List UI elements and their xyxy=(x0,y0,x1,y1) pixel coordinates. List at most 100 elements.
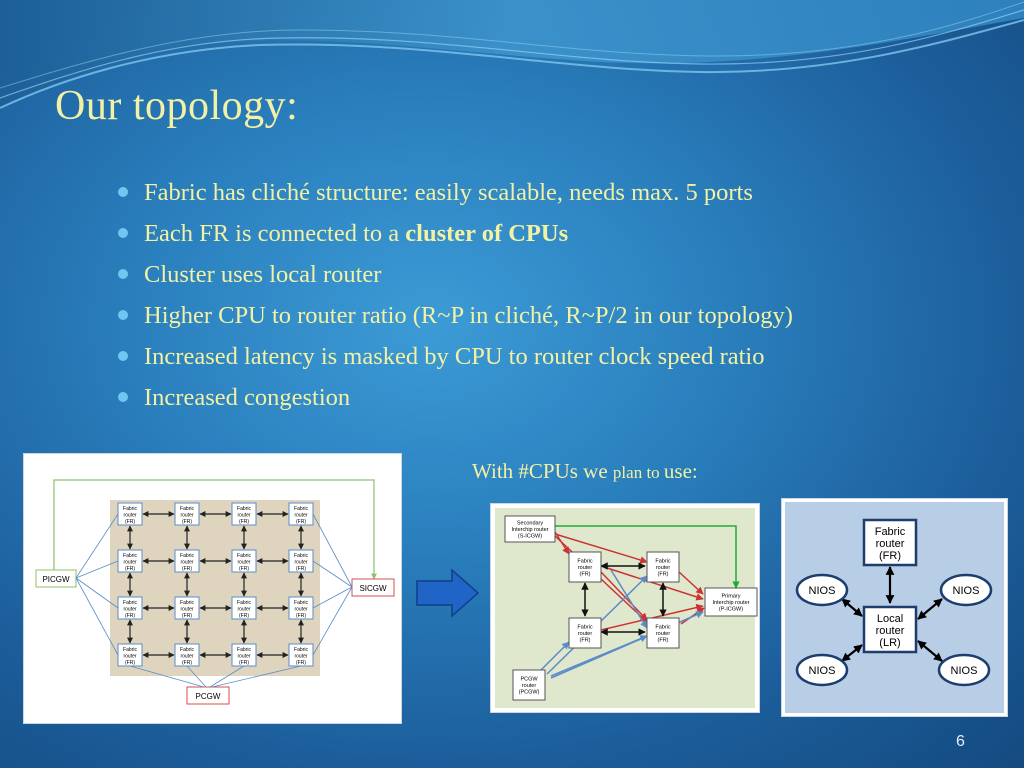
node-label: Fabric xyxy=(294,506,308,512)
node-label: (FR) xyxy=(239,566,249,572)
node-label: (S-ICGW) xyxy=(518,534,542,540)
node-label: router xyxy=(876,538,905,550)
node-label: Fabric xyxy=(180,600,194,606)
node-label: Fabric xyxy=(294,553,308,559)
node-label: (FR) xyxy=(125,613,135,619)
node-label: Fabric xyxy=(237,553,251,559)
node-label: router xyxy=(876,625,905,637)
node-label: (FR) xyxy=(296,566,306,572)
cluster-fabric-router-node: Fabric router (FR) xyxy=(862,518,918,567)
node-label: (FR) xyxy=(296,519,306,525)
node-label: Secondary xyxy=(517,521,544,527)
node-label: Fabric xyxy=(237,600,251,606)
gateway-link xyxy=(75,513,119,579)
node-label: router xyxy=(180,654,193,660)
bullet-list: Fabric has cliché structure: easily scal… xyxy=(118,172,793,418)
node-label: (FR) xyxy=(239,519,249,525)
cluster-svg: Fabric router (FR) Local router (LR) NIO… xyxy=(785,502,1004,713)
node-label: router xyxy=(578,631,593,637)
node-label: router xyxy=(180,513,193,519)
node-label: router xyxy=(294,513,307,519)
picgw-node: PICGW xyxy=(35,569,77,588)
node-label: Interchip router xyxy=(713,600,750,606)
node-label: (P-ICGW) xyxy=(719,607,743,613)
node-label: Fabric xyxy=(180,553,194,559)
node-label: (FR) xyxy=(182,519,192,525)
nios-node: NIOS xyxy=(795,653,849,687)
bullet-item: Increased latency is masked by CPU to ro… xyxy=(118,336,793,377)
node-label: (FR) xyxy=(296,613,306,619)
node-label: (FR) xyxy=(125,660,135,666)
fabric-topology-svg: Fabricrouter(FR)Fabricrouter(FR)Fabricro… xyxy=(35,479,395,705)
caption-part: With #CPUs we xyxy=(472,459,613,483)
node-label: router xyxy=(123,560,136,566)
nios-node: NIOS xyxy=(939,573,993,607)
page-number: 6 xyxy=(956,733,965,750)
gateway-link xyxy=(186,665,207,688)
node-label: Interchip router xyxy=(512,527,549,533)
bullet-text: Increased latency is masked by CPU to ro… xyxy=(144,343,765,370)
bullet-item: Higher CPU to router ratio (R~P in clich… xyxy=(118,295,793,336)
bullet-item: Cluster uses local router xyxy=(118,254,793,295)
node-label: router xyxy=(123,654,136,660)
node-label: router xyxy=(237,560,250,566)
node-label: (FR) xyxy=(296,660,306,666)
gateway-link xyxy=(312,560,353,588)
node-label: Fabric xyxy=(875,526,906,538)
node-label: (PCGW) xyxy=(519,690,540,696)
sicgw-node: SICGW xyxy=(351,578,395,597)
node-label: (FR) xyxy=(125,566,135,572)
node-label: router xyxy=(294,560,307,566)
bullet-item: Fabric has cliché structure: easily scal… xyxy=(118,172,793,213)
gateway-link xyxy=(75,577,119,656)
cluster-local-router-node: Local router (LR) xyxy=(862,605,918,654)
gateway-link xyxy=(312,513,353,588)
node-label: Fabric xyxy=(294,647,308,653)
node-label: Fabric xyxy=(123,647,137,653)
cluster-links xyxy=(841,566,943,662)
caption-part: use: xyxy=(663,459,698,483)
picgw-sicgw-link xyxy=(53,479,377,580)
node-label: Local xyxy=(877,613,903,625)
node-label: router xyxy=(656,565,671,571)
decorative-wave xyxy=(0,0,1024,109)
node-label: NIOS xyxy=(951,665,978,677)
node-label: Fabric xyxy=(123,600,137,606)
node-label: router xyxy=(123,513,136,519)
node-label: Fabric xyxy=(577,625,593,631)
node-label: PCGW xyxy=(520,677,538,683)
cluster-diagram: Fabric router (FR) Local router (LR) NIO… xyxy=(781,498,1008,717)
sicgw-label: SICGW xyxy=(359,584,387,593)
bullet-text: Increased congestion xyxy=(144,384,351,411)
node-label: Fabric xyxy=(237,647,251,653)
node-label: NIOS xyxy=(809,665,836,677)
gateway-link xyxy=(312,586,353,656)
gateway-link xyxy=(211,665,302,688)
node-label: router xyxy=(180,560,193,566)
node-label: router xyxy=(180,607,193,613)
node-label: (FR) xyxy=(125,519,135,525)
node-label: router xyxy=(294,607,307,613)
slide-title: Our topology: xyxy=(55,83,299,129)
node-label: Fabric xyxy=(180,647,194,653)
node-label: router xyxy=(656,631,671,637)
node-label: (FR) xyxy=(580,638,591,644)
caption-part: plan to xyxy=(612,463,664,482)
bullet-item: Each FR is connected to a cluster of CPU… xyxy=(118,213,793,254)
node-label: (FR) xyxy=(658,638,669,644)
node-label: (FR) xyxy=(182,660,192,666)
